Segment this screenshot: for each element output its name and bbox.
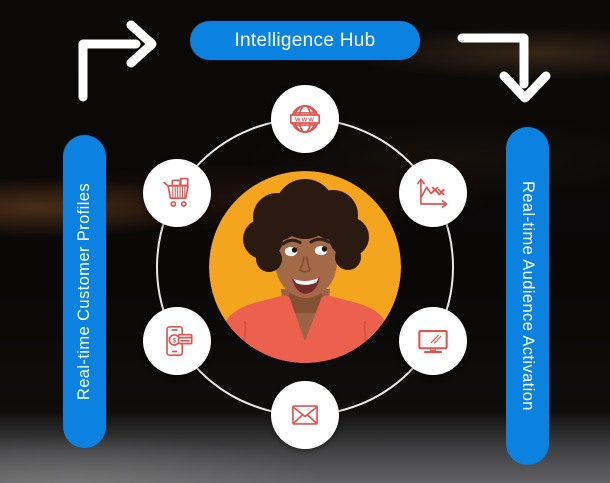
shopping-cart-icon [143, 159, 211, 227]
customer-profiles-pill: Real-time Customer Profiles [63, 135, 106, 448]
arrow-left-icon [78, 20, 157, 102]
email-envelope-icon [271, 381, 339, 449]
tv-screen-icon [399, 307, 467, 375]
customer-profiles-label: Real-time Customer Profiles [75, 182, 93, 401]
globe-www-icon: WWW [271, 85, 339, 153]
audience-activation-pill: Real-time Audience Activation [506, 127, 549, 465]
intelligence-hub-label: Intelligence Hub [234, 29, 376, 51]
customer-photo [209, 171, 401, 363]
intelligence-hub-pill: Intelligence Hub [190, 21, 420, 60]
www-banner-text: WWW [295, 117, 315, 123]
dollar-symbol: $ [173, 337, 177, 344]
audience-activation-label: Real-time Audience Activation [519, 181, 537, 411]
mobile-payment-icon: $ [143, 307, 211, 375]
analytics-chart-icon [399, 159, 467, 227]
arrow-right-icon [457, 33, 551, 103]
